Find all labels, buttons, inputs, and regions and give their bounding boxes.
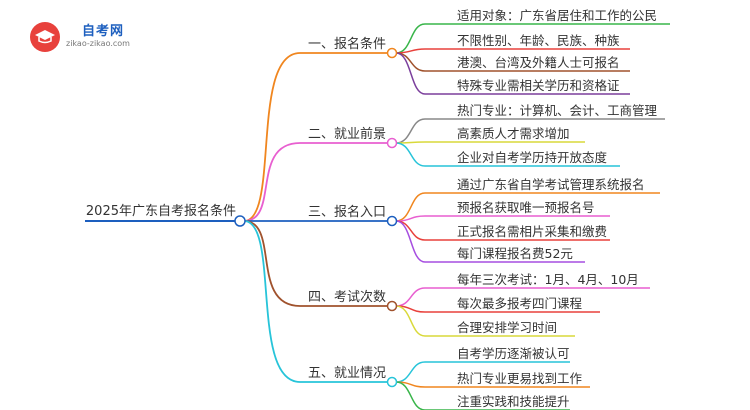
leaf-connector xyxy=(395,361,426,383)
branch-label: 一、报名条件 xyxy=(308,36,386,52)
branch-connector xyxy=(243,220,301,307)
branch-node-circle[interactable] xyxy=(386,215,398,227)
leaf-label: 预报名获取唯一预报名号 xyxy=(457,200,595,215)
logo-name: 自考网 xyxy=(82,24,125,39)
logo: 自考网 zikao-zikao.com xyxy=(30,20,160,54)
logo-url: zikao-zikao.com xyxy=(66,39,130,48)
leaf-label: 热门专业：计算机、会计、工商管理 xyxy=(457,103,658,118)
branch-label: 二、就业前景 xyxy=(308,126,386,142)
leaf-label: 每年三次考试：1月、4月、10月 xyxy=(457,272,639,287)
branch-label: 三、报名入口 xyxy=(308,204,386,220)
branch-connector xyxy=(243,52,301,222)
branch-node-circle[interactable] xyxy=(386,376,398,388)
leaf-connector xyxy=(395,52,426,72)
leaf-label: 合理安排学习时间 xyxy=(457,320,557,335)
root-label: 2025年广东自考报名条件 xyxy=(86,203,236,219)
leaf-connector xyxy=(395,287,426,307)
leaf-connector xyxy=(395,118,426,144)
branch-label: 五、就业情况 xyxy=(308,366,386,381)
branch-connector xyxy=(243,142,301,222)
leaf-connector xyxy=(395,142,426,167)
leaf-label: 企业对自考学历持开放态度 xyxy=(457,150,608,165)
leaf-label: 每门课程报名费52元 xyxy=(457,246,573,261)
leaf-label: 每次最多报考四门课程 xyxy=(457,296,583,311)
leaf-label: 正式报名需相片采集和缴费 xyxy=(457,224,607,239)
leaf-connector xyxy=(395,220,426,241)
leaf-label: 适用对象：广东省居住和工作的公民 xyxy=(457,8,657,23)
leaf-connector xyxy=(395,381,426,410)
leaf-label: 自考学历逐渐被认可 xyxy=(457,346,570,361)
leaf-connector xyxy=(395,215,426,222)
branch-connector xyxy=(243,220,301,383)
logo-graduation-icon xyxy=(30,22,60,52)
leaf-label: 不限性别、年龄、民族、种族 xyxy=(457,33,620,48)
root-node-circle[interactable] xyxy=(234,215,246,227)
leaf-label: 注重实践和技能提升 xyxy=(457,394,570,409)
leaf-connector xyxy=(395,52,426,95)
leaf-label: 高素质人才需求增加 xyxy=(457,126,570,141)
leaf-connector xyxy=(395,305,426,337)
leaf-connector xyxy=(395,220,426,263)
branch-node-circle[interactable] xyxy=(386,300,398,312)
leaf-connector xyxy=(395,48,426,54)
leaf-label: 特殊专业需相关学历和资格证 xyxy=(457,78,620,93)
branch-node-circle[interactable] xyxy=(386,137,398,149)
branch-node-circle[interactable] xyxy=(386,47,398,59)
leaf-label: 港澳、台湾及外籍人士可报名 xyxy=(457,55,620,70)
leaf-label: 热门专业更易找到工作 xyxy=(457,371,583,386)
branch-label: 四、考试次数 xyxy=(308,289,386,305)
leaf-label: 通过广东省自学考试管理系统报名 xyxy=(457,177,645,192)
